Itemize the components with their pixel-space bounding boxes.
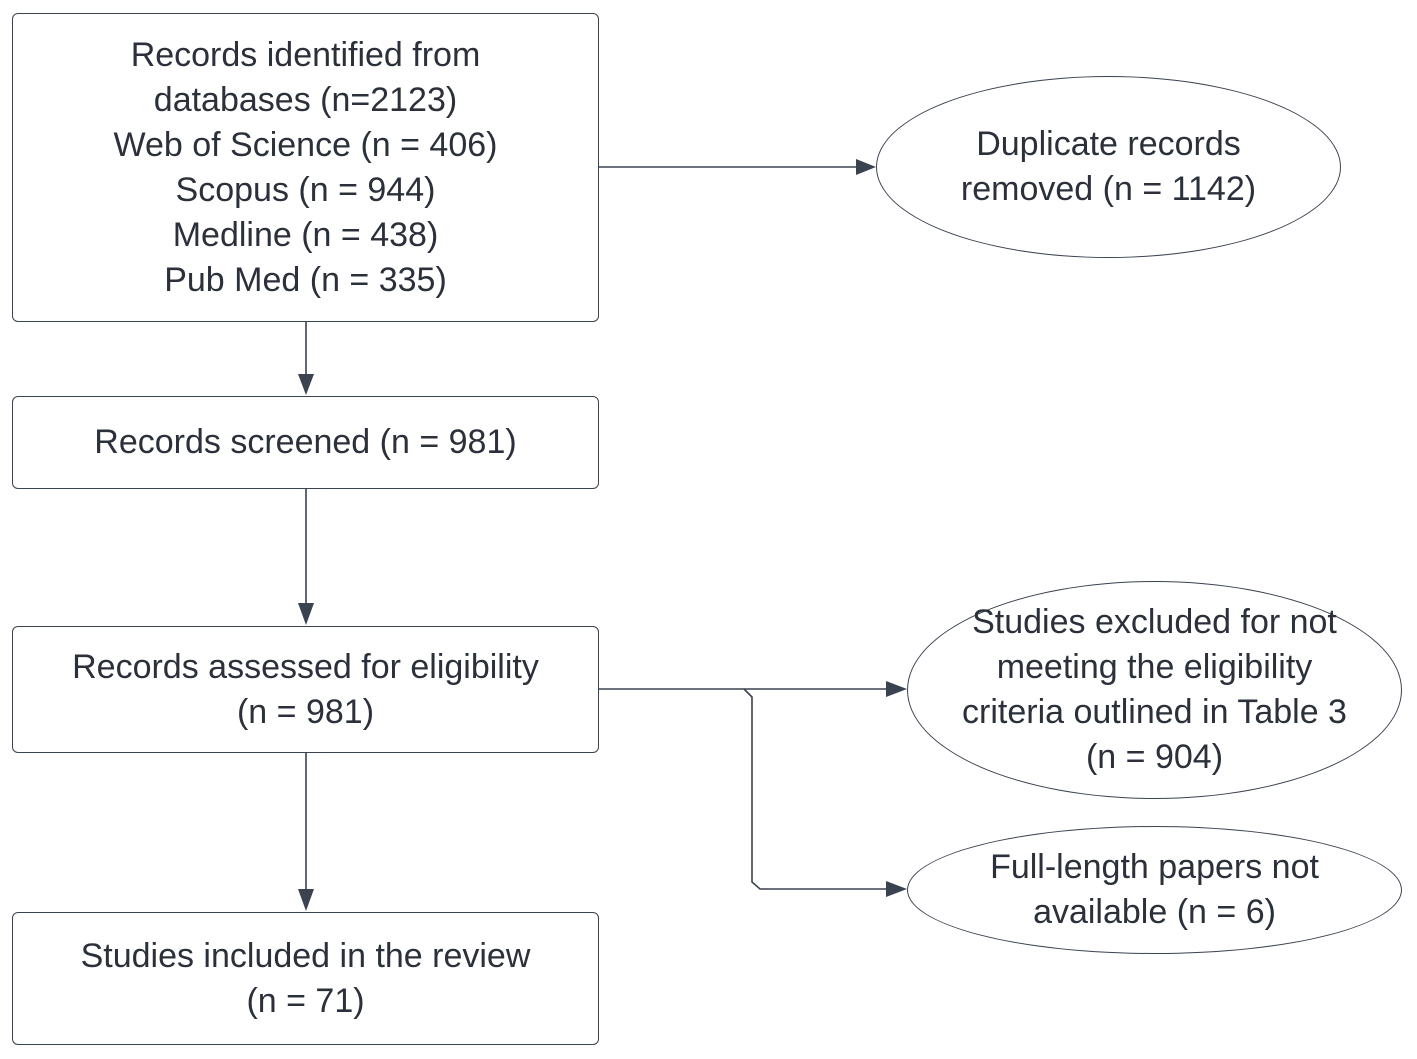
studies-excluded-box: Studies excluded for not meeting the eli… — [907, 581, 1402, 799]
studies-included-box: Studies included in the review (n = 71) — [12, 912, 599, 1045]
eligibility-line: Records assessed for eligibility — [72, 647, 539, 686]
identified-line: Web of Science (n = 406) — [113, 125, 498, 164]
arrowhead-eligibility — [298, 603, 314, 625]
excluded-line: Studies excluded for not — [972, 603, 1337, 641]
excluded-line: (n = 904) — [1085, 738, 1224, 776]
papers-not-available-box: Full-length papers not available (n = 6) — [907, 826, 1402, 954]
arrow-to-not-available — [743, 688, 888, 890]
identified-line: databases (n=2123) — [153, 80, 458, 119]
not-available-line: Full-length papers not — [990, 848, 1319, 886]
arrowhead-excluded — [886, 681, 907, 697]
arrowhead-screened — [298, 374, 314, 395]
records-screened-box: Records screened (n = 981) — [12, 396, 599, 489]
eligibility-assessment-box: Records assessed for eligibility (n = 98… — [12, 626, 599, 753]
duplicates-removed-box: Duplicate records removed (n = 1142) — [876, 76, 1341, 258]
arrowhead-duplicates — [856, 159, 876, 175]
not-available-line: available (n = 6) — [1033, 893, 1276, 931]
included-line: Studies included in the review — [80, 936, 531, 975]
duplicates-line: Duplicate records — [976, 125, 1241, 163]
identified-line: Records identified from — [130, 35, 481, 74]
screened-line: Records screened (n = 981) — [94, 423, 517, 461]
included-line: (n = 71) — [246, 981, 365, 1020]
identified-line: Pub Med (n = 335) — [164, 260, 447, 299]
eligibility-line: (n = 981) — [236, 692, 375, 731]
identified-line: Medline (n = 438) — [172, 215, 439, 254]
excluded-line: criteria outlined in Table 3 — [962, 693, 1347, 731]
duplicates-line: removed (n = 1142) — [960, 170, 1257, 208]
identified-line: Scopus (n = 944) — [175, 170, 436, 209]
arrowhead-included — [298, 889, 314, 911]
arrowhead-not-available — [886, 881, 907, 897]
excluded-line: meeting the eligibility — [996, 648, 1313, 686]
records-identified-box: Records identified from databases (n=212… — [12, 13, 599, 322]
